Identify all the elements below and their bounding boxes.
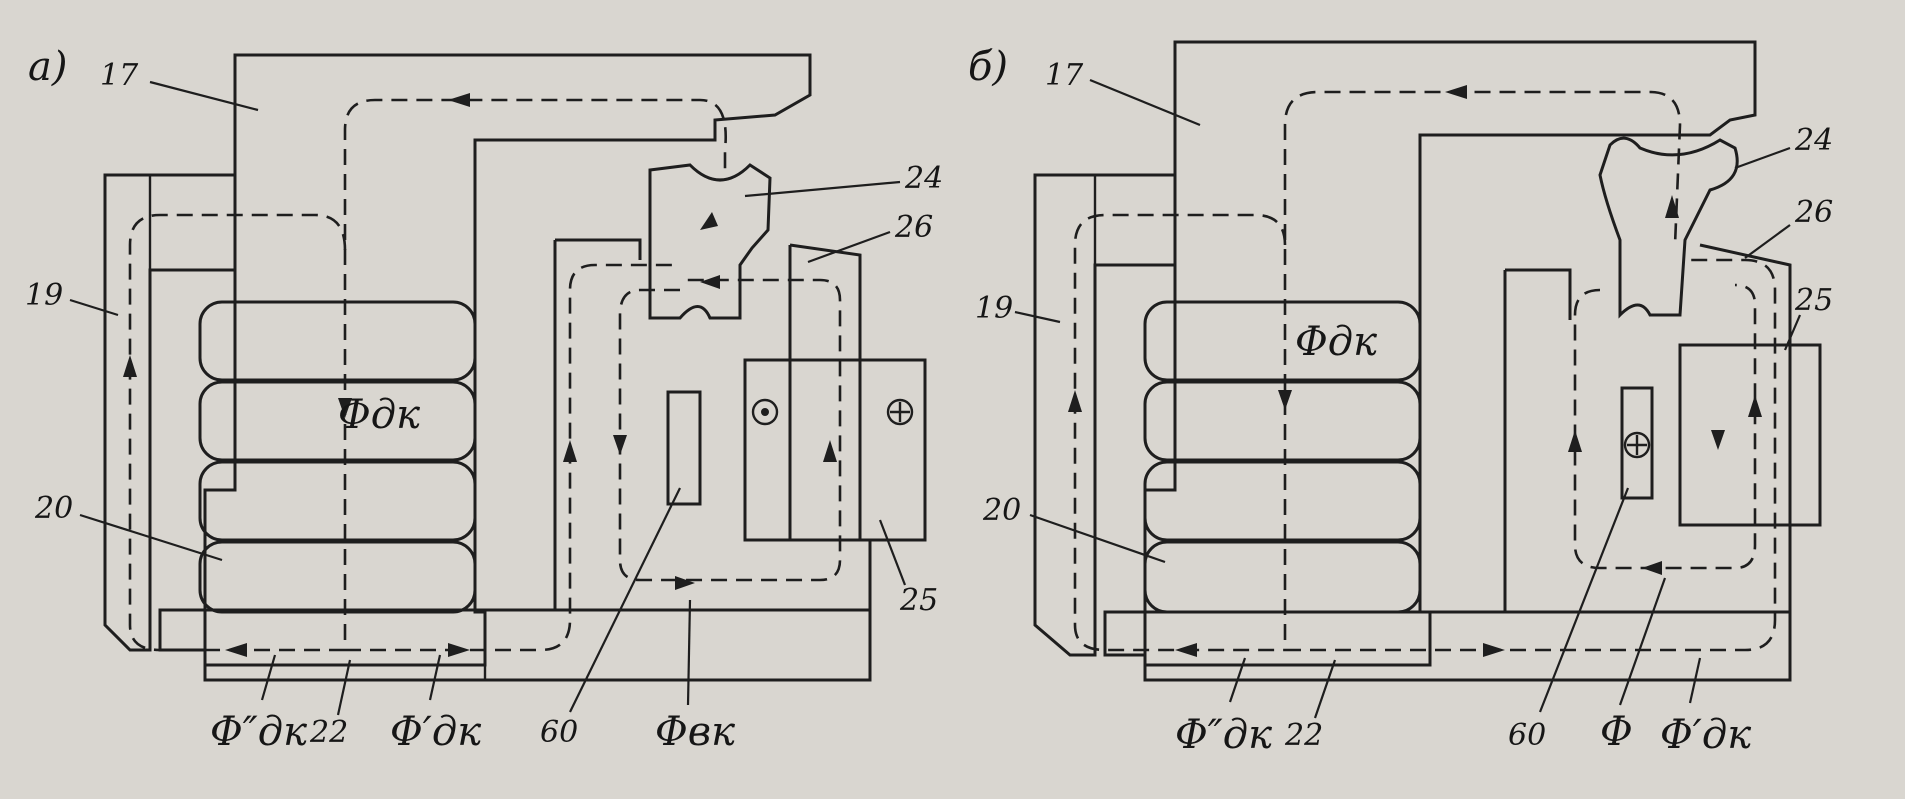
flux-label-f-dk-double: Φ″дк (210, 709, 307, 755)
label-24: 24 (904, 161, 943, 196)
flux-label-f-dk-double: Φ″дк (1175, 712, 1272, 758)
core-17 (1143, 40, 1757, 667)
label-25: 25 (899, 583, 938, 618)
contact-block-25 (743, 358, 927, 542)
spring-26 (1699, 243, 1792, 612)
label-17: 17 (100, 58, 139, 93)
flux-path-outer-b (1073, 213, 1287, 652)
base-22 (158, 608, 872, 682)
coil-20 (1143, 300, 1422, 614)
label-19: 19 (25, 278, 63, 313)
flux-label-f-dk-single: Φ′дк (390, 709, 481, 755)
panel-a: а) (25, 44, 943, 755)
flux-path-main-a (343, 98, 727, 640)
label-22: 22 (309, 715, 348, 750)
panel-b-tag: б) (968, 44, 1008, 90)
flux-label-f: Φ (1600, 709, 1633, 755)
flux-label-f-dk: Φдк (338, 392, 420, 438)
armature-24 (1598, 136, 1739, 319)
pole-19 (103, 173, 237, 652)
core-17 (203, 53, 812, 667)
pole-19 (1033, 173, 1177, 657)
flux-path-main-b (1283, 90, 1682, 640)
base-22 (1103, 610, 1792, 682)
contact-symbol-plus (886, 398, 914, 426)
label-26: 26 (1794, 195, 1833, 230)
contact-block-25 (1678, 343, 1822, 527)
contact-symbol-dot (751, 398, 779, 426)
label-20: 20 (34, 491, 73, 526)
panel-b: б) (968, 40, 1833, 758)
label-26: 26 (894, 210, 933, 245)
coil-20 (198, 300, 477, 614)
label-19: 19 (975, 291, 1013, 326)
label-24: 24 (1794, 123, 1833, 158)
part-60 (1620, 386, 1654, 500)
label-25: 25 (1794, 283, 1833, 318)
armature-24 (648, 163, 772, 320)
label-22: 22 (1284, 718, 1323, 753)
label-60: 60 (1508, 718, 1546, 753)
label-17: 17 (1045, 58, 1084, 93)
flux-label-f-vk: Φвк (655, 709, 735, 755)
label-60: 60 (540, 715, 578, 750)
part-60 (666, 390, 702, 506)
spring-26 (555, 238, 872, 610)
flux-path-inner-b (1573, 283, 1757, 570)
panel-a-tag: а) (28, 44, 67, 90)
label-20: 20 (982, 493, 1021, 528)
flux-path-outer-a (128, 213, 347, 652)
contact-symbol-plus (1623, 431, 1651, 459)
flux-label-f-dk: Φдк (1295, 319, 1377, 365)
flux-path-inner-a (618, 278, 842, 582)
flux-label-f-dk-single: Φ′дк (1660, 712, 1751, 758)
